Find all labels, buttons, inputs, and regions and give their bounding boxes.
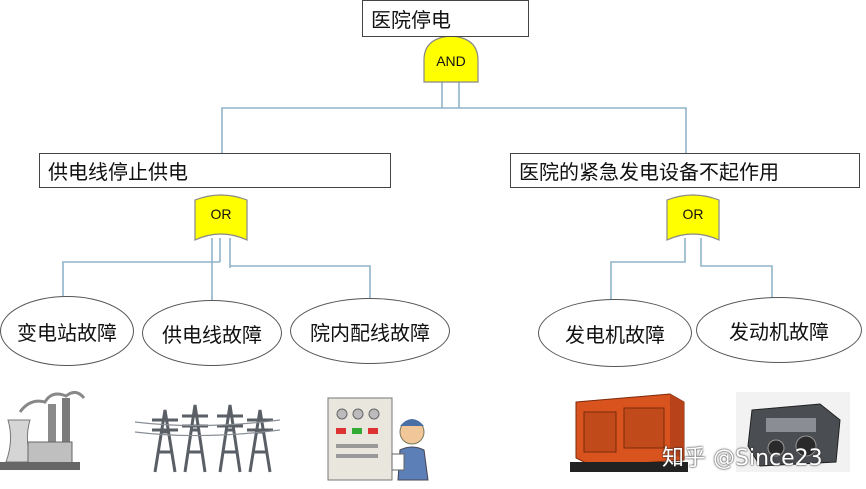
intermediate-event-left-label: 供电线停止供电 [48,160,188,184]
basic-event-engine: 发动机故障 [696,297,862,363]
or-gate-left: OR [194,194,248,241]
basic-event-label: 院内配线故障 [310,320,430,345]
top-event-label: 医院停电 [371,8,451,32]
engine-illustration [736,392,850,472]
and-gate-label: AND [436,53,466,69]
basic-event-label: 变电站故障 [17,320,117,345]
basic-event-hospital-wiring: 院内配线故障 [290,298,450,364]
basic-event-label: 发电机故障 [565,322,665,347]
or-gate-right-label: OR [683,206,704,222]
intermediate-event-left-box: 供电线停止供电 [39,153,391,188]
transmission-towers-illustration [134,404,281,473]
power-plant-illustration [0,391,86,470]
top-event-box: 医院停电 [362,0,529,37]
connector-lines [62,82,773,300]
basic-event-generator: 发电机故障 [538,299,692,367]
basic-event-substation: 变电站故障 [0,296,134,366]
basic-event-label: 发动机故障 [729,319,829,344]
basic-event-supply-line: 供电线故障 [142,300,282,366]
intermediate-event-right-label: 医院的紧急发电设备不起作用 [519,160,779,184]
diesel-generator-illustration [570,393,688,472]
control-panel-worker-illustration [327,397,429,481]
or-gate-right: OR [666,194,720,241]
intermediate-event-right-box: 医院的紧急发电设备不起作用 [510,153,860,188]
and-gate: AND [423,35,479,83]
watermark: 知乎 @Since23 [662,446,823,471]
or-gate-left-label: OR [211,206,232,222]
basic-event-label: 供电线故障 [162,322,262,347]
